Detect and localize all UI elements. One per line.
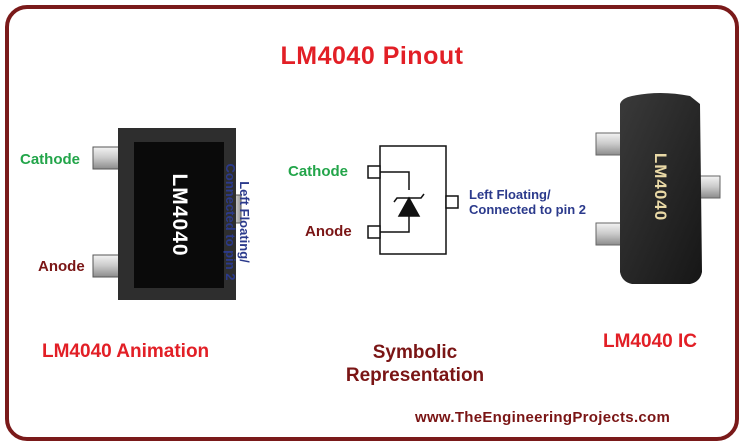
symbol-diagram <box>367 145 459 255</box>
symbol-caption-line1: Symbolic <box>372 342 458 363</box>
symbol-pin-cathode <box>367 165 381 179</box>
ic-body <box>620 93 702 284</box>
package-top-face <box>134 142 224 288</box>
symbol-caption-line2: Representation <box>345 365 485 386</box>
animation-caption: LM4040 Animation <box>42 341 210 362</box>
wire-cathode <box>380 171 410 190</box>
zener-triangle <box>397 196 421 217</box>
anode-label-symbol: Anode <box>305 223 352 240</box>
pin3-line1-animation: Left Floating/ <box>237 181 252 263</box>
cathode-label-symbol: Cathode <box>288 163 348 180</box>
website-url: www.TheEngineeringProjects.com <box>415 409 671 426</box>
symbol-body <box>379 145 447 255</box>
pin3-label-symbol: Left Floating/ Connected to pin 2 <box>469 187 586 217</box>
pin3-label-animation: Left Floating/ Connected to pin 2 <box>223 157 252 287</box>
zener-bar <box>393 193 425 203</box>
pin3-line2-animation: Connected to pin 2 <box>223 163 238 281</box>
page-title: LM4040 Pinout <box>280 42 464 70</box>
symbol-caption: Symbolic Representation <box>335 341 495 387</box>
wire-anode <box>380 216 410 233</box>
pin3-line2-symbol: Connected to pin 2 <box>469 202 586 217</box>
cathode-label-animation: Cathode <box>20 151 80 168</box>
ic-package <box>595 93 721 284</box>
ic-caption: LM4040 IC <box>603 331 697 352</box>
chip-marking-animation: LM4040 <box>168 173 191 257</box>
anode-label-animation: Anode <box>38 258 85 275</box>
chip-marking-ic: LM4040 <box>651 152 670 222</box>
animation-package <box>92 128 242 300</box>
symbol-pin-anode <box>367 225 381 239</box>
symbol-pin-floating <box>445 195 459 209</box>
pin3-line1-symbol: Left Floating/ <box>469 187 551 202</box>
